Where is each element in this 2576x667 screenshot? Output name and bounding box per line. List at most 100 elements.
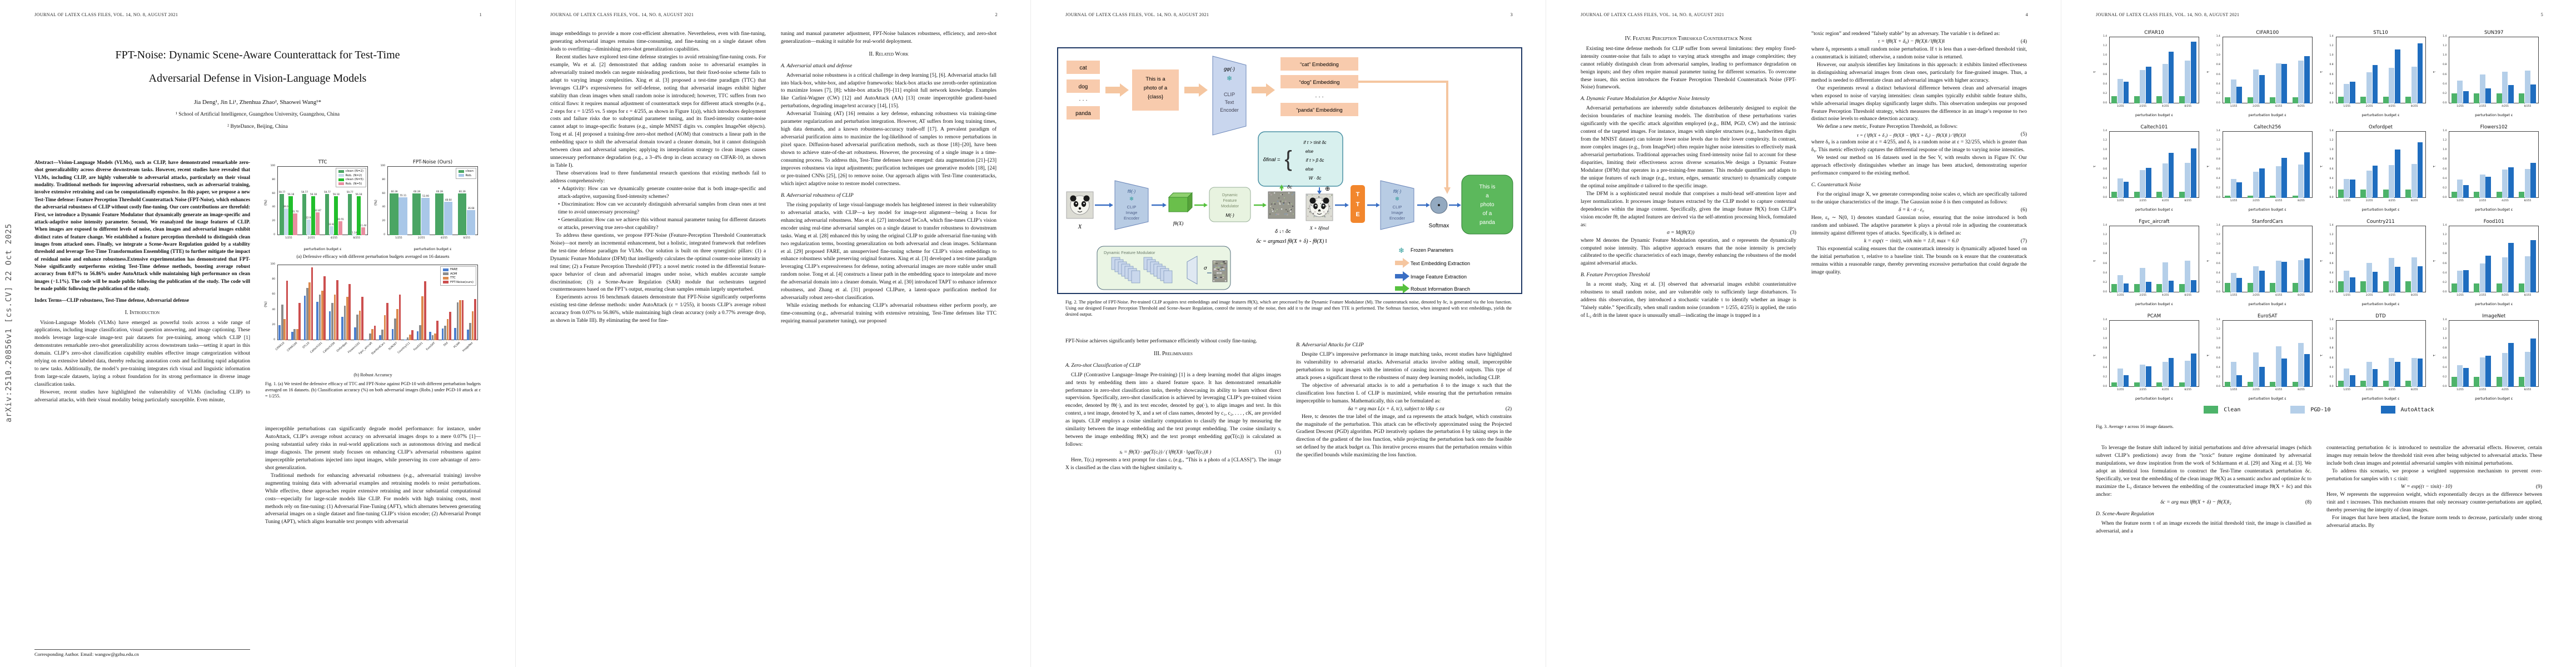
fig3-legend-item: AutoAttack — [2380, 406, 2434, 414]
softmax-node: Softmax — [1429, 196, 1449, 229]
page-4: JOURNAL OF LATEX CLASS FILES, VOL. 14, N… — [1546, 0, 2061, 667]
journal-title: JOURNAL OF LATEX CLASS FILES, VOL. 14, N… — [34, 12, 178, 17]
body-paragraph: Here, tc denotes the true label of the i… — [1296, 414, 1512, 459]
body-paragraph: ”toxic region” and rendered ”falsely sta… — [1811, 31, 2000, 37]
equation-2-body: δa = arg max L(x + δ, tc), subject to ‖δ… — [1348, 406, 1444, 412]
body-paragraph: Here, ε₀ ∼ N(0, 1) denotes standard Gaus… — [1811, 215, 2027, 236]
fig1a-caption: (a) Defensive efficacy with different pe… — [296, 254, 450, 259]
section-related-work: II. Related Work — [869, 51, 909, 57]
equation-9: W = exp((τ − τinit) · 10)(9) — [2326, 484, 2542, 491]
snowflake-icon: ❄ — [1395, 196, 1399, 202]
subsection-b: B. Adversarial Attacks for CLIP — [1296, 342, 1364, 348]
prompt-line1: This is a — [1145, 76, 1165, 82]
journal-title: JOURNAL OF LATEX CLASS FILES, VOL. 14, N… — [550, 12, 694, 17]
body-paragraph: While existing methods for enhancing CLI… — [781, 303, 996, 325]
snowflake-icon: ❄ — [1129, 196, 1134, 202]
text-encoder-fn: gφ(·) — [1224, 66, 1235, 72]
rule-4: else — [1306, 167, 1314, 172]
dfm-detail-title: Dynamic Feature Modulator — [1104, 250, 1155, 255]
p3-right-column: B. Adversarial Attacks for CLIP Despite … — [1296, 338, 1512, 460]
sigma-label: σ — [1204, 265, 1208, 271]
section-fpt-noise: IV. Feature Perception Threshold Counter… — [1625, 36, 1752, 42]
equation-1-body: sᵢ = fθ(X) · gφ(T(cᵢ)) ⁄ ( ‖fθ(X)‖ · ‖gφ… — [1119, 450, 1212, 456]
class-cat: cat — [1079, 65, 1087, 71]
equation-1: sᵢ = fθ(X) · gφ(T(cᵢ)) ⁄ ( ‖fθ(X)‖ · ‖gφ… — [1065, 449, 1281, 457]
text-flow-arrow — [1184, 83, 1208, 97]
legend-frozen: Frozen Parameters — [1411, 247, 1454, 253]
p1-left-column: Abstract—Vision-Language Models (VLMs), … — [34, 159, 250, 405]
figure-2-pipeline-diagram: cat dog · · · panda This is a photo of a… — [1057, 47, 1522, 294]
page-number: 4 — [2025, 12, 2028, 17]
dfm-l3: Modulator — [1221, 203, 1239, 208]
text-flow-arrow — [1252, 83, 1275, 97]
loss-equation: δc = argmax‖ fθ(X + δ) - fθ(X) ‖ — [1256, 238, 1327, 245]
plus-circle-icon: ⊕ — [1325, 186, 1330, 192]
equation-2: δa = arg max L(x + δ, tc), subject to ‖δ… — [1296, 406, 1512, 414]
tte-t2: T — [1356, 201, 1360, 208]
body-paragraph: For images that have been attacked, the … — [2326, 515, 2542, 529]
rule-1: if τ > τinit δc — [1303, 140, 1326, 145]
panda-embedding: “panda” Embedding — [1296, 107, 1342, 113]
image-encoder-fn: fθ(·) — [1393, 189, 1402, 194]
delta-pair-label: δ ↓↑ δc — [1275, 228, 1291, 234]
rule-2: else — [1306, 149, 1314, 154]
bullet-discrimination: • Discrimination: How can we accurately … — [558, 201, 766, 215]
affiliation-2: ² ByteDance, Beijing, China — [227, 123, 288, 130]
paper-title-line2: Adversarial Defense in Vision-Language M… — [148, 72, 367, 84]
peach-arrow-icon — [1395, 258, 1409, 268]
body-paragraph: To address this scenario, we propose a w… — [2326, 468, 2542, 482]
running-header: JOURNAL OF LATEX CLASS FILES, VOL. 14, N… — [1065, 12, 1513, 17]
p1-right-column: imperceptible perturbations can signific… — [265, 426, 481, 526]
running-header: JOURNAL OF LATEX CLASS FILES, VOL. 14, N… — [34, 12, 482, 17]
image-encoder-l1: CLIP — [1127, 205, 1137, 210]
body-paragraph: This exponential scaling ensures that th… — [1811, 246, 2027, 275]
class-dog: dog — [1079, 84, 1088, 90]
body-paragraph: When the feature norm τ of an image exce… — [2096, 520, 2311, 534]
fig2-caption: Fig. 2. The pipeline of FPT-Noise. Pre-t… — [1065, 300, 1512, 317]
page-number: 5 — [2540, 12, 2543, 17]
body-paragraph: FPT-Noise achieves significantly better … — [1065, 339, 1257, 344]
section-introduction: I. Introduction — [124, 309, 160, 316]
image-encoder-l3: Encoder — [1124, 216, 1139, 221]
text-embeddings: “cat” Embedding “dog” Embedding · · · “p… — [1280, 57, 1358, 116]
arxiv-stamp: arXiv:2510.20856v1 [cs.CV] 22 Oct 2025 — [4, 223, 13, 422]
body-paragraph: The DFM is a sophisticated neural module… — [1581, 191, 1796, 228]
page-1: JOURNAL OF LATEX CLASS FILES, VOL. 14, N… — [0, 0, 515, 667]
p2-right-column: tuning and manual parameter adjustment, … — [781, 31, 996, 326]
dfm-l1: Dynamic — [1222, 192, 1238, 197]
image-encoder-l2: Image — [1392, 210, 1403, 215]
attacked-image-with-noise: X + δfinal — [1306, 193, 1333, 231]
body-paragraph: Here, T(cᵢ) represents a text prompt for… — [1065, 457, 1281, 471]
p5-left-column: To leverage the feature shift induced by… — [2096, 445, 2311, 535]
legend-image-feature: Image Feature Extraction — [1411, 274, 1467, 280]
out-l5: panda — [1479, 220, 1495, 226]
body-paragraph: However, our analysis identifies key lim… — [1811, 62, 2027, 83]
body-paragraph: Our experiments reveal a distinct behavi… — [1811, 85, 2027, 122]
equation-3-body: σ = M(fθ(X)) — [1667, 230, 1695, 236]
equation-6-body: δ = k · σ · ε₀ — [1899, 207, 1924, 213]
clip-text-encoder: gφ(·) ❄ CLIP Text Encoder — [1212, 56, 1247, 136]
output-box: This is a photo of a panda — [1461, 175, 1513, 235]
body-paragraph: The objective of adversarial attacks is … — [1296, 382, 1512, 404]
legend-robust-branch: Robust Information Branch — [1411, 286, 1470, 292]
x-label: X — [1078, 223, 1083, 230]
body-paragraph: Experiments across 16 benchmark datasets… — [550, 295, 766, 324]
out-l1: This is — [1479, 184, 1496, 190]
image-encoder-l3: Encoder — [1389, 216, 1405, 221]
page-5: JOURNAL OF LATEX CLASS FILES, VOL. 14, N… — [2061, 0, 2576, 667]
prompt-line3: {class} — [1148, 94, 1163, 100]
page-3: JOURNAL OF LATEX CLASS FILES, VOL. 14, N… — [1030, 0, 1546, 667]
text-encoder-l3: Encoder — [1220, 107, 1239, 113]
counterattack-noise-image — [1268, 191, 1296, 219]
body-paragraph: Adversarial perturbations are inherently… — [1581, 106, 1796, 189]
page-2: JOURNAL OF LATEX CLASS FILES, VOL. 14, N… — [515, 0, 1031, 667]
equation-8-number: (8) — [2305, 499, 2311, 505]
tte-e: E — [1356, 211, 1359, 218]
image-encoder-l2: Image — [1126, 210, 1138, 215]
body-paragraph: We define a new metric, Feature Percepti… — [1817, 124, 1958, 130]
